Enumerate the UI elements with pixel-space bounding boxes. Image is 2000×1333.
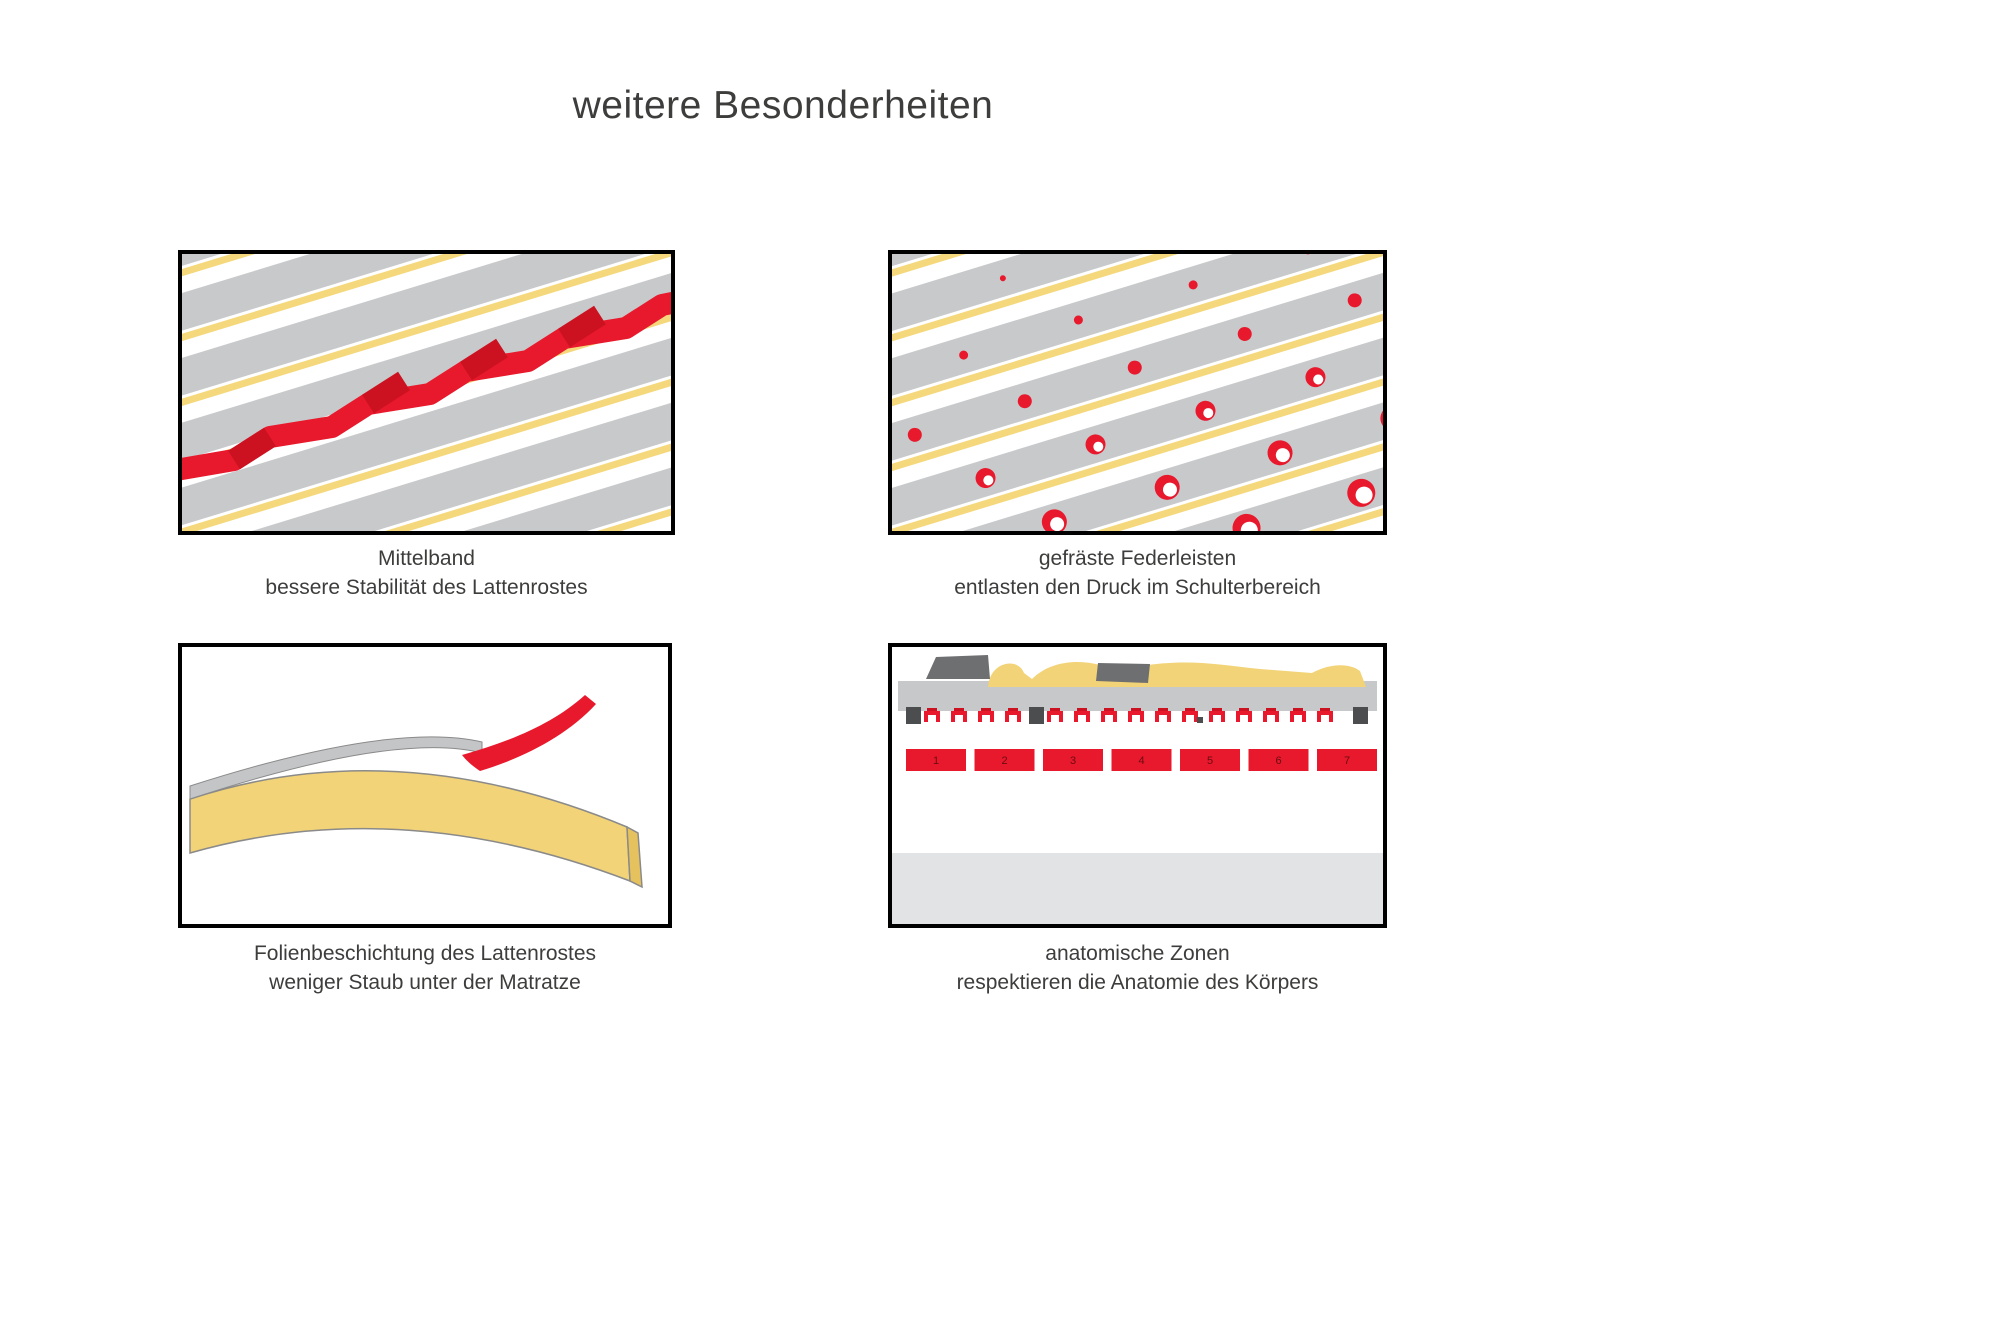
zone-number: 6 — [1275, 755, 1281, 767]
end-blocks — [906, 707, 1368, 724]
zone-bar — [1248, 749, 1309, 771]
caption-federleisten-line1: gefräste Federleisten — [1038, 547, 1237, 570]
page-title: weitere Besonderheiten — [572, 84, 994, 128]
wooden-slat-end-face — [626, 825, 643, 889]
foil-coating — [189, 736, 483, 800]
caption-mittelband-line2: bessere Stabilität des Lattenrostes — [265, 575, 588, 599]
zone-number: 2 — [1001, 755, 1007, 767]
foil-flap — [462, 695, 596, 771]
caption-folienbeschichtung: Folienbeschichtung des Lattenrostes weni… — [178, 940, 672, 997]
zone-number: 3 — [1070, 755, 1076, 767]
milled-holes-depth — [983, 374, 1373, 531]
zone-bar — [906, 749, 966, 771]
shorts — [1096, 663, 1150, 683]
caption-folienbeschichtung-line2: weniger Staub unter der Matratze — [269, 970, 581, 994]
zone-bar — [1111, 749, 1172, 771]
floor-band — [892, 853, 1383, 924]
caption-zonen: anatomische Zonen respektieren die Anato… — [888, 940, 1387, 997]
zone-bars: 1 2 3 4 5 6 7 — [906, 749, 1377, 771]
zone-number: 1 — [933, 755, 939, 767]
panel-zonen-frame: 1 2 3 4 5 6 7 — [888, 643, 1387, 928]
body-silhouette — [988, 661, 1366, 687]
caption-mittelband: Mittelband bessere Stabilität des Latten… — [178, 545, 675, 602]
zone-bar — [1180, 749, 1240, 771]
center-band-folds — [228, 305, 606, 470]
caption-folienbeschichtung-line1: Folienbeschichtung des Lattenrostes — [253, 942, 597, 965]
zone-numbers: 1 2 3 4 5 6 7 — [933, 755, 1350, 767]
zonen-illustration: 1 2 3 4 5 6 7 — [892, 647, 1383, 924]
slats-group — [892, 254, 1383, 531]
zone-number: 4 — [1138, 755, 1144, 767]
panel-mittelband-frame — [178, 250, 675, 535]
zone-bar — [974, 749, 1035, 771]
zone-number: 5 — [1207, 755, 1213, 767]
center-band — [182, 291, 671, 481]
caption-federleisten-line2: entlasten den Druck im Schulterbereich — [954, 575, 1321, 599]
folienbeschichtung-illustration — [182, 647, 668, 924]
zone-bar — [1043, 749, 1103, 771]
zone-number: 7 — [1344, 755, 1350, 767]
zone-bar — [1317, 749, 1377, 771]
pillow — [926, 655, 990, 679]
caption-zonen-line2: respektieren die Anatomie des Körpers — [956, 970, 1319, 994]
caption-mittelband-line1: Mittelband — [378, 547, 475, 570]
caption-federleisten: gefräste Federleisten entlasten den Druc… — [888, 545, 1387, 602]
panel-federleisten-frame — [888, 250, 1387, 535]
caption-zonen-line1: anatomische Zonen — [1045, 942, 1230, 965]
mittelband-illustration — [182, 254, 671, 531]
federleisten-illustration — [892, 254, 1383, 531]
panel-folienbeschichtung-frame — [178, 643, 672, 928]
